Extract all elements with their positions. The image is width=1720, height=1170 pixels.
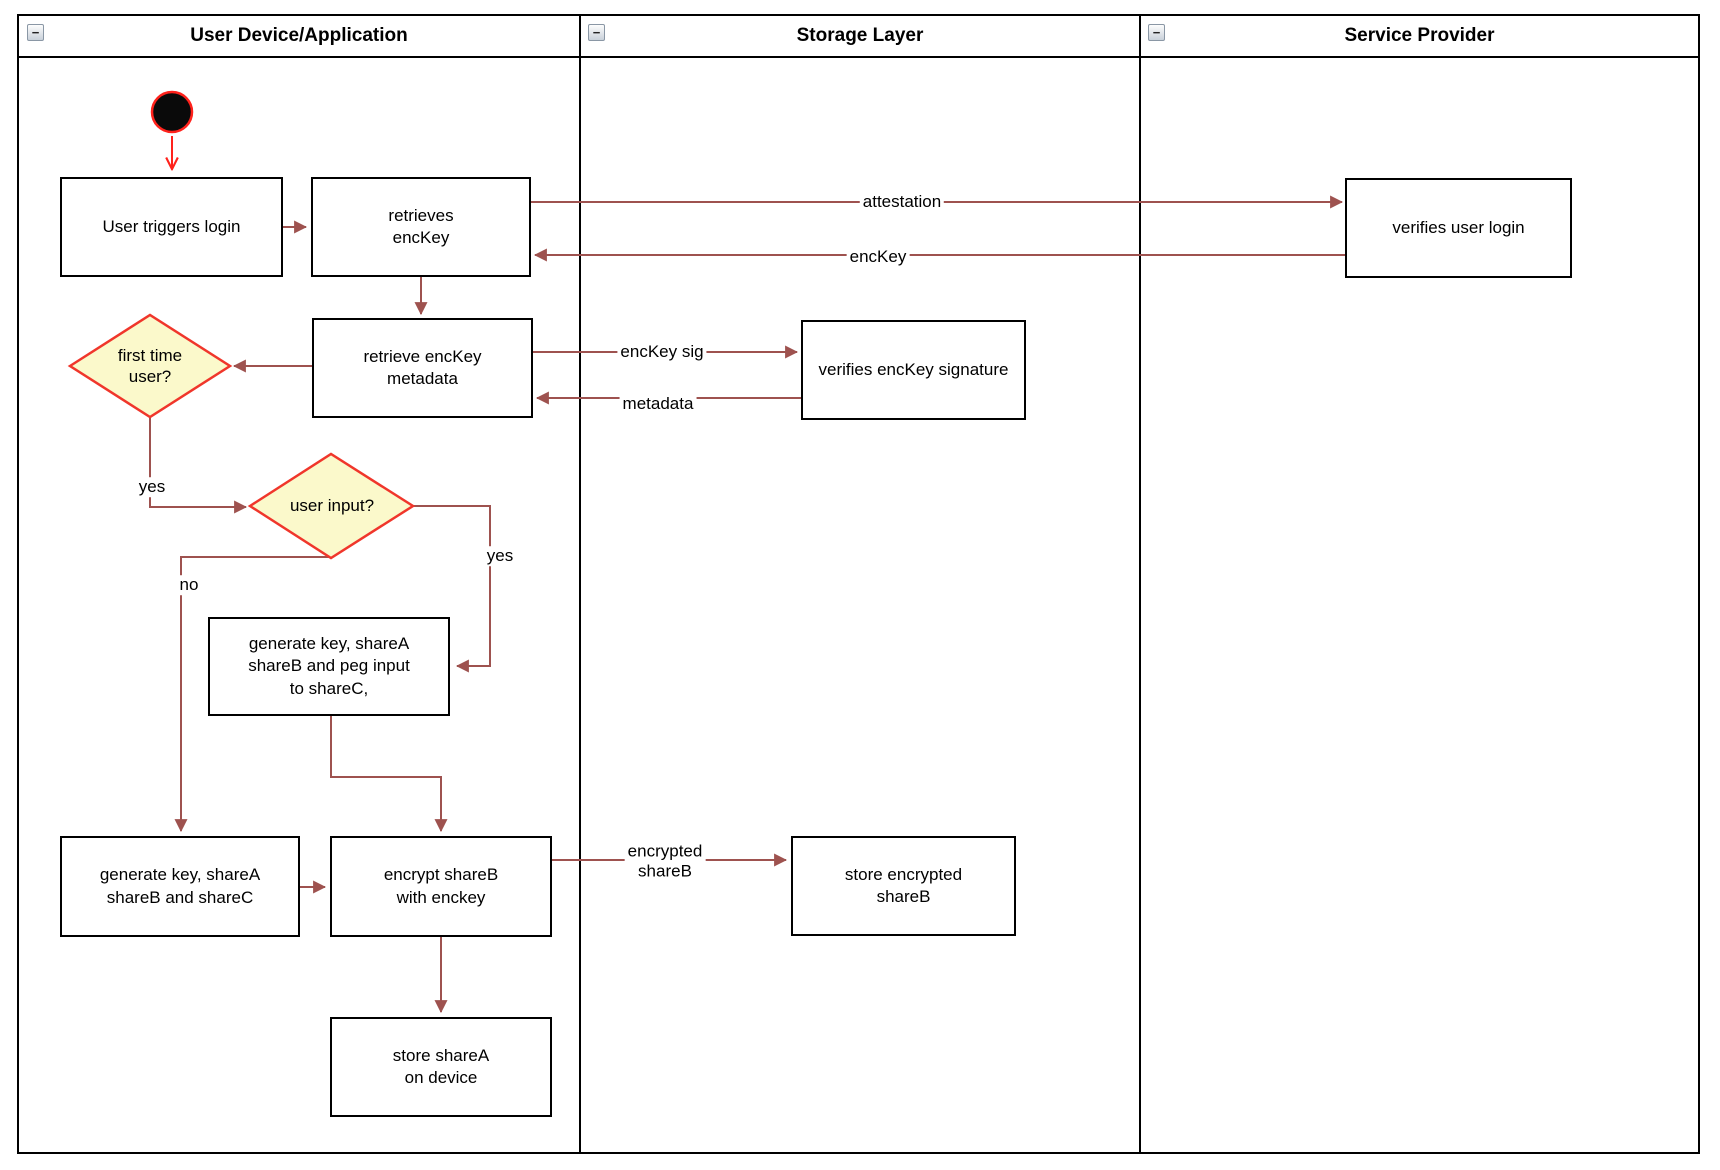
decision-label-first-time-user: first time user? <box>70 330 230 402</box>
edge-label-yes-user-input: yes <box>483 546 517 566</box>
edge-peg-to-encrypt <box>330 716 448 833</box>
node-text: store shareA <box>392 1045 490 1065</box>
node-retrieves-enckey[interactable]: retrieves encKey <box>311 177 531 277</box>
node-text: on device <box>404 1068 478 1087</box>
lane-title-text: Storage Layer <box>796 25 924 46</box>
node-text: retrieves <box>388 205 454 225</box>
lane-header-storage-layer: Storage Layer <box>580 15 1140 57</box>
node-text: to shareC, <box>289 678 369 698</box>
node-text: User triggers login <box>102 216 241 236</box>
node-text: generate key, shareA <box>99 865 261 885</box>
node-verifies-enckey-signature[interactable]: verifies encKey signature <box>801 320 1026 420</box>
decision-text: user? <box>128 367 172 386</box>
node-text: encKey <box>392 228 450 247</box>
node-store-sharea-on-device[interactable]: store shareA on device <box>330 1017 552 1117</box>
node-text: shareB <box>876 887 931 906</box>
edge-label-yes-first-time: yes <box>135 477 169 497</box>
edge-label-enckey-sig: encKey sig <box>617 342 707 362</box>
node-text: verifies encKey signature <box>818 359 1009 379</box>
edge-userinput-yes <box>413 505 491 673</box>
collapse-icon[interactable]: − <box>1148 24 1165 41</box>
collapse-icon[interactable]: − <box>27 24 44 41</box>
edge-label-line: shareB <box>638 861 692 880</box>
edge-firsttime-yes <box>149 417 248 514</box>
edge-label-metadata: metadata <box>619 394 697 414</box>
decision-label-user-input: user input? <box>251 480 413 532</box>
edge-userinput-no <box>174 556 331 833</box>
decision-text: first time <box>117 345 183 365</box>
edge-label-encrypted-shareb: encrypted shareB <box>624 841 706 881</box>
edge-label-line: encrypted <box>627 841 703 861</box>
node-retrieve-enckey-metadata[interactable]: retrieve encKey metadata <box>312 318 533 418</box>
node-text: shareB and peg input <box>248 656 410 676</box>
start-node[interactable] <box>150 90 194 134</box>
node-text: generate key, shareA <box>248 634 410 654</box>
edge-label-enckey: encKey <box>846 247 910 267</box>
lane-title-text: User Device/Application <box>190 25 408 46</box>
collapse-icon[interactable]: − <box>588 24 605 41</box>
edge-label-attestation: attestation <box>859 192 945 212</box>
node-encrypt-shareb[interactable]: encrypt shareB with enckey <box>330 836 552 937</box>
node-store-encrypted-shareb[interactable]: store encrypted shareB <box>791 836 1016 936</box>
decision-first-time-user[interactable] <box>67 313 233 419</box>
node-text: metadata <box>387 369 458 388</box>
node-verifies-user-login[interactable]: verifies user login <box>1345 178 1572 278</box>
node-generate-key-sharec[interactable]: generate key, shareA shareB and shareC <box>60 836 300 937</box>
node-text: with enckey <box>396 887 486 907</box>
edge-label-no-user-input: no <box>176 575 202 595</box>
lane-header-user-device: User Device/Application <box>18 15 580 57</box>
node-text: shareB and shareC <box>106 887 254 907</box>
node-user-triggers-login[interactable]: User triggers login <box>60 177 283 277</box>
lane-title-text: Service Provider <box>1344 25 1495 46</box>
node-text: verifies user login <box>1392 217 1525 237</box>
lane-header-service-provider: Service Provider <box>1140 15 1699 57</box>
node-text: store encrypted <box>844 864 963 884</box>
node-generate-key-peg-input[interactable]: generate key, shareA shareB and peg inpu… <box>208 617 450 716</box>
node-text: retrieve encKey <box>363 346 482 366</box>
decision-text: user input? <box>289 496 375 516</box>
node-text: encrypt shareB <box>383 865 499 885</box>
decision-user-input[interactable] <box>247 452 416 560</box>
